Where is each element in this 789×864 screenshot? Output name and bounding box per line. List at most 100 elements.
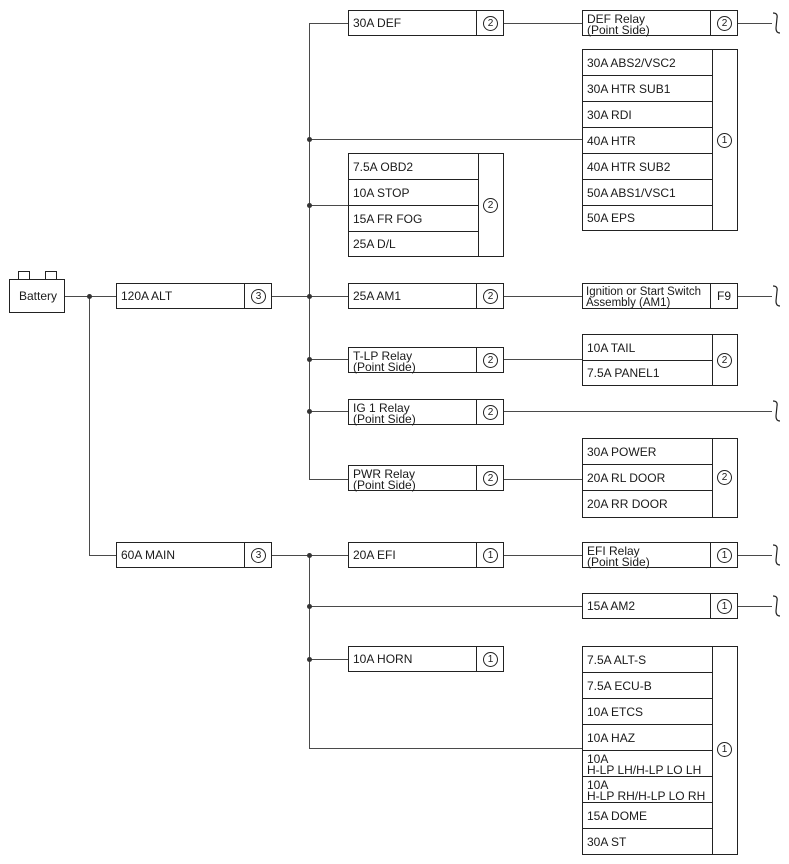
fuse-label: 60A MAIN [121,548,176,562]
connector-code: 3 [251,548,266,563]
divider [476,647,477,671]
divider [710,594,711,618]
fuse-row: 30A POWER [583,439,713,465]
junction-dot [307,203,312,208]
fuse-label: 20A EFI [353,548,396,562]
divider [710,11,711,35]
continuation-brace-icon [772,12,781,34]
divider [476,348,477,372]
fuse-row: 50A ABS1/VSC1 [583,180,713,206]
connector-code: 3 [251,289,266,304]
connector-code: 2 [717,16,732,31]
wire [89,296,90,556]
fuse-row: 15A FR FOG [349,206,479,232]
group-column [712,50,737,230]
junction-dot [307,294,312,299]
wire [309,359,348,360]
fuse-label: 30A DEF [353,16,402,30]
connector-code: 1 [717,133,732,148]
efi-relay: EFI Relay (Point Side) 1 [582,542,738,568]
fuse-row: 30A ABS2/VSC2 [583,50,713,76]
fuse-group-obd2: 7.5A OBD2 10A STOP 15A FR FOG 25A D/L 2 [348,153,504,257]
wire [309,23,348,24]
fuse-row: 7.5A PANEL1 [587,366,660,380]
switch-label: Ignition or Start Switch Assembly (AM1) [586,286,702,309]
divider [476,11,477,35]
wire [738,606,772,607]
fuse-label: 10A HORN [353,652,413,666]
wire [309,659,348,660]
group-column [712,647,737,854]
fuse-group-power: 30A POWER 20A RL DOOR 20A RR DOOR 2 [582,438,738,518]
junction-dot [307,137,312,142]
wire [504,359,582,360]
fuse-25a-am1: 25A AM1 2 [348,283,504,309]
connector-code: F9 [717,289,732,303]
continuation-brace-icon [772,400,781,422]
wire [504,555,582,556]
divider [244,543,245,567]
def-relay: DEF Relay (Point Side) 2 [582,10,738,36]
fuse-row: 10A STOP [349,180,479,206]
fuse-15a-am2: 15A AM2 1 [582,593,738,619]
fuse-label: 25A AM1 [353,289,402,303]
connector-code: 1 [717,742,732,757]
junction-dot [87,294,92,299]
fuse-row: 20A RR DOOR [587,497,668,511]
fuse-row: 10A ETCS [583,699,713,725]
divider [476,466,477,490]
ignition-switch: Ignition or Start Switch Assembly (AM1) … [582,283,738,309]
group-column [712,335,737,385]
connector-code: 2 [483,353,498,368]
wire [738,296,772,297]
fuse-row: 40A HTR [583,128,713,154]
fuse-row: 10A H-LP RH/H-LP LO RH [583,777,713,803]
battery-terminal [18,271,30,279]
divider [710,284,711,308]
wire [309,23,310,480]
fuse-20a-efi: 20A EFI 1 [348,542,504,568]
fuse-label: 15A AM2 [587,599,636,613]
fuse-row: 10A HAZ [583,725,713,751]
fuse-label: 120A ALT [121,289,173,303]
fuse-row: 30A RDI [583,102,713,128]
fuse-row: 7.5A ECU-B [583,673,713,699]
junction-dot [307,604,312,609]
main-fuse-120a-alt: 120A ALT 3 [116,283,272,309]
wire [504,479,582,480]
divider [476,284,477,308]
relay-label: T-LP Relay (Point Side) [353,349,416,374]
relay-label: IG 1 Relay (Point Side) [353,401,416,426]
continuation-brace-icon [772,544,781,566]
relay-label: PWR Relay (Point Side) [353,467,416,492]
connector-code: 1 [483,652,498,667]
connector-code: 2 [717,353,732,368]
connector-code: 2 [483,405,498,420]
divider [244,284,245,308]
connector-code: 2 [717,470,732,485]
group-column [478,154,503,256]
battery-label: Battery [19,289,58,303]
relay-label: DEF Relay (Point Side) [587,12,650,37]
fuse-row: 7.5A ALT-S [583,647,713,673]
fuse-30a-def: 30A DEF 2 [348,10,504,36]
junction-dot [307,409,312,414]
t-lp-relay: T-LP Relay (Point Side) 2 [348,347,504,373]
wire [309,555,310,749]
battery-terminal [45,271,57,279]
fuse-row: 40A HTR SUB2 [583,154,713,180]
fuse-row: 30A HTR SUB1 [583,76,713,102]
wire [309,205,348,206]
continuation-brace-icon [772,285,781,307]
ig1-relay: IG 1 Relay (Point Side) 2 [348,399,504,425]
group-column [712,439,737,517]
fuse-group-tail: 10A TAIL 7.5A PANEL1 2 [582,334,738,386]
fuse-row: 20A RL DOOR [583,465,713,491]
junction-dot [307,657,312,662]
connector-code: 2 [483,16,498,31]
fuse-row: 15A DOME [583,803,713,829]
divider [476,400,477,424]
connector-code: 1 [717,548,732,563]
fuse-row: 30A ST [587,834,627,849]
relay-label: EFI Relay (Point Side) [587,544,650,569]
